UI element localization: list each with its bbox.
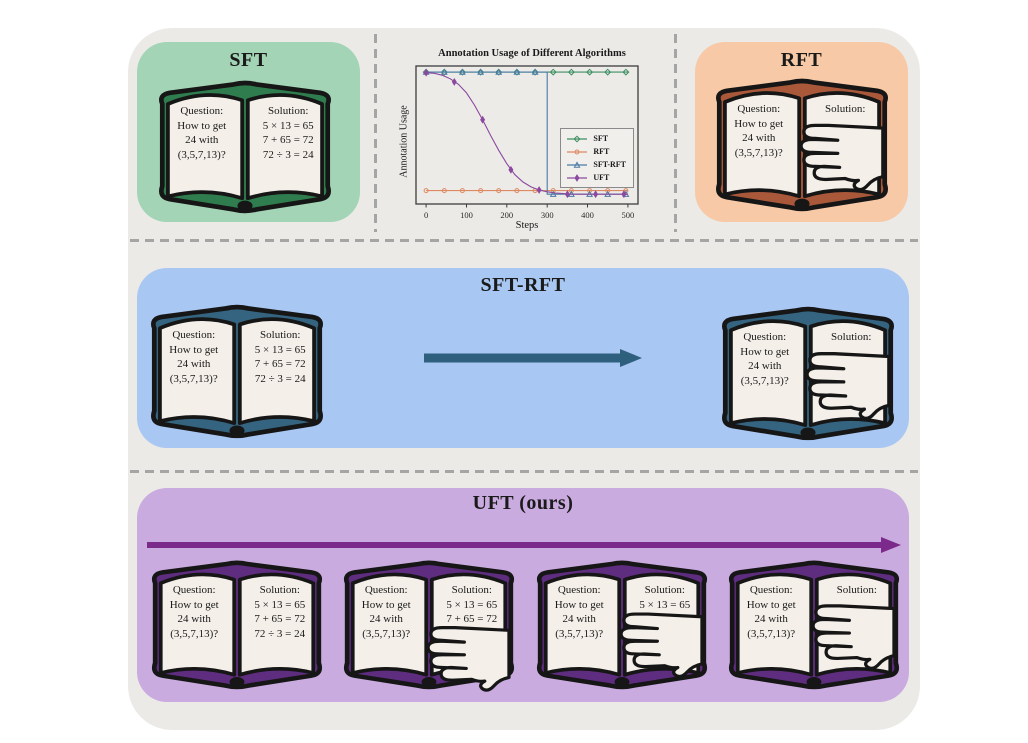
vertical-divider [374,34,377,232]
book-solution-text: Solution: [831,331,872,344]
book-solution-text: Solution: 5 × 13 = 65 7 + 65 = 72 72 ÷ 3… [254,584,306,640]
book-question-text: Question: How to get 24 with (3,5,7,13)? [361,584,411,640]
book-solution-text: Solution: [836,584,877,597]
book-question-text: Question: How to get 24 with (3,5,7,13)? [746,584,796,640]
horizontal-divider [130,239,918,242]
book-uft-3: Question: How to get 24 with (3,5,7,13)?… [529,556,715,692]
legend-item: UFT [566,171,626,184]
book-rft: Question: How to get 24 with (3,5,7,13)?… [708,74,896,214]
book-question-text: Question: How to get 24 with (3,5,7,13)? [740,331,790,387]
svg-text:200: 200 [500,210,513,220]
svg-text:400: 400 [581,210,594,220]
book-solution-text: Solution: 5 × 13 = 65 7 + 65 = 72 [446,584,498,626]
figure-root: SFT Question: How to get 24 with (3,5,7,… [128,28,920,730]
annotation-usage-chart: Annotation Usage of Different Algorithms… [396,36,658,244]
book-sft-rft-after: Question: How to get 24 with (3,5,7,13)?… [714,302,902,443]
chart-title: Annotation Usage of Different Algorithms [438,48,626,59]
legend-marker-icon [567,173,588,182]
book-solution-text: Solution: [825,103,866,115]
legend-item: SFT [566,132,626,145]
vertical-divider [674,34,677,232]
book-uft-1: Question: How to get 24 with (3,5,7,13)?… [144,556,330,692]
chart-y-axis-label: Annotation Usage [398,105,410,178]
panel-title-sft: SFT [229,49,268,71]
panel-title-uft: UFT (ours) [472,492,574,514]
legend-marker-icon [567,134,588,143]
book-solution-text: Solution: 5 × 13 = 65 [639,584,691,611]
panel-sft-rft: SFT-RFT Question: How to get 24 with (3,… [137,268,909,448]
legend-marker-icon [567,149,588,154]
book-solution-text: Solution: 5 × 13 = 65 7 + 65 = 72 72 ÷ 3… [254,329,306,385]
panel-rft: RFT Question: How to get 24 with (3,5,7,… [695,42,908,222]
legend-label: SFT-RFT [593,160,626,169]
legend-item: RFT [566,145,626,158]
svg-text:0: 0 [424,210,428,220]
book-question-text: Question: How to get 24 with (3,5,7,13)? [169,584,219,640]
svg-text:300: 300 [541,210,554,220]
horizontal-divider [130,470,918,473]
panel-title-rft: RFT [780,49,823,71]
svg-text:100: 100 [460,210,473,220]
transition-arrow [424,349,642,367]
book-sft: Question: How to get 24 with (3,5,7,13)?… [151,76,339,216]
legend-label: RFT [593,147,610,156]
chart-x-axis-label: Steps [515,220,539,231]
book-sft-rft-before: Question: How to get 24 with (3,5,7,13)?… [143,300,331,441]
svg-text:500: 500 [622,210,635,220]
chart-legend: SFT RFT SFT-RFT UFT [560,128,634,188]
book-question-text: Question: How to get 24 with (3,5,7,13)? [734,103,784,159]
book-uft-2: Question: How to get 24 with (3,5,7,13)?… [336,556,522,692]
book-question-text: Question: How to get 24 with (3,5,7,13)? [554,584,604,640]
legend-item: SFT-RFT [566,158,626,171]
book-question-text: Question: How to get 24 with (3,5,7,13)? [177,105,227,161]
legend-label: SFT [593,134,609,143]
book-solution-text: Solution: 5 × 13 = 65 7 + 65 = 72 72 ÷ 3… [262,105,314,161]
book-uft-4: Question: How to get 24 with (3,5,7,13)?… [721,556,907,692]
progress-arrow [147,537,901,553]
panel-title-sft-rft: SFT-RFT [480,274,566,296]
book-question-text: Question: How to get 24 with (3,5,7,13)? [169,329,219,385]
legend-label: UFT [593,173,610,182]
panel-uft: UFT (ours) Question: How to get 24 with … [137,488,909,702]
panel-sft: SFT Question: How to get 24 with (3,5,7,… [137,42,360,222]
legend-marker-icon [567,160,588,168]
